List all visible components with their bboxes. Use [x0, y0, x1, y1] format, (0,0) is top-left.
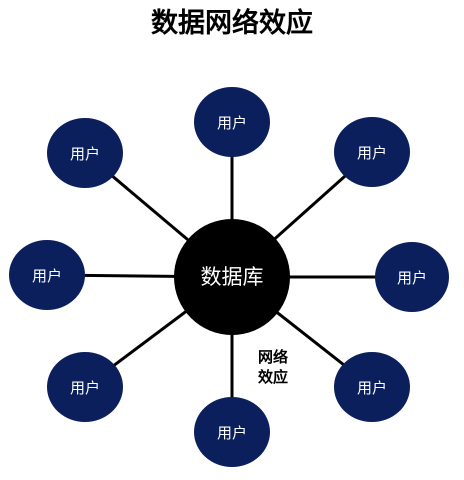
user-node-right: 用户 [375, 242, 449, 312]
user-label: 用户 [32, 267, 62, 285]
user-circle [194, 87, 270, 157]
user-node-bottom-left: 用户 [47, 352, 123, 422]
user-circle [9, 240, 85, 310]
user-circle [194, 397, 270, 467]
user-node-top: 用户 [194, 87, 270, 157]
network-effect-annotation: 网络 效应 [258, 348, 288, 386]
user-label: 用户 [70, 145, 100, 163]
user-circle [334, 352, 410, 422]
user-circle [47, 118, 123, 188]
user-circle [47, 352, 123, 422]
user-node-bottom: 用户 [194, 397, 270, 467]
user-circle [334, 117, 410, 187]
user-node-bottom-right: 用户 [334, 352, 410, 422]
database-circle [174, 219, 290, 335]
user-label: 用户 [397, 269, 427, 287]
user-node-top-left: 用户 [47, 118, 123, 188]
user-label: 用户 [217, 424, 247, 442]
user-circle [375, 242, 449, 312]
annotation-line-2: 效应 [258, 368, 288, 386]
user-node-left: 用户 [9, 240, 85, 310]
user-node-top-right: 用户 [334, 117, 410, 187]
user-label: 用户 [357, 144, 387, 162]
user-label: 用户 [70, 379, 100, 397]
user-label: 用户 [357, 379, 387, 397]
database-label: 数据库 [201, 265, 264, 289]
user-label: 用户 [217, 114, 247, 132]
page-title: 数据网络效应 [151, 8, 313, 39]
annotation-line-1: 网络 [258, 348, 288, 366]
database-node: 数据库 [174, 219, 290, 335]
